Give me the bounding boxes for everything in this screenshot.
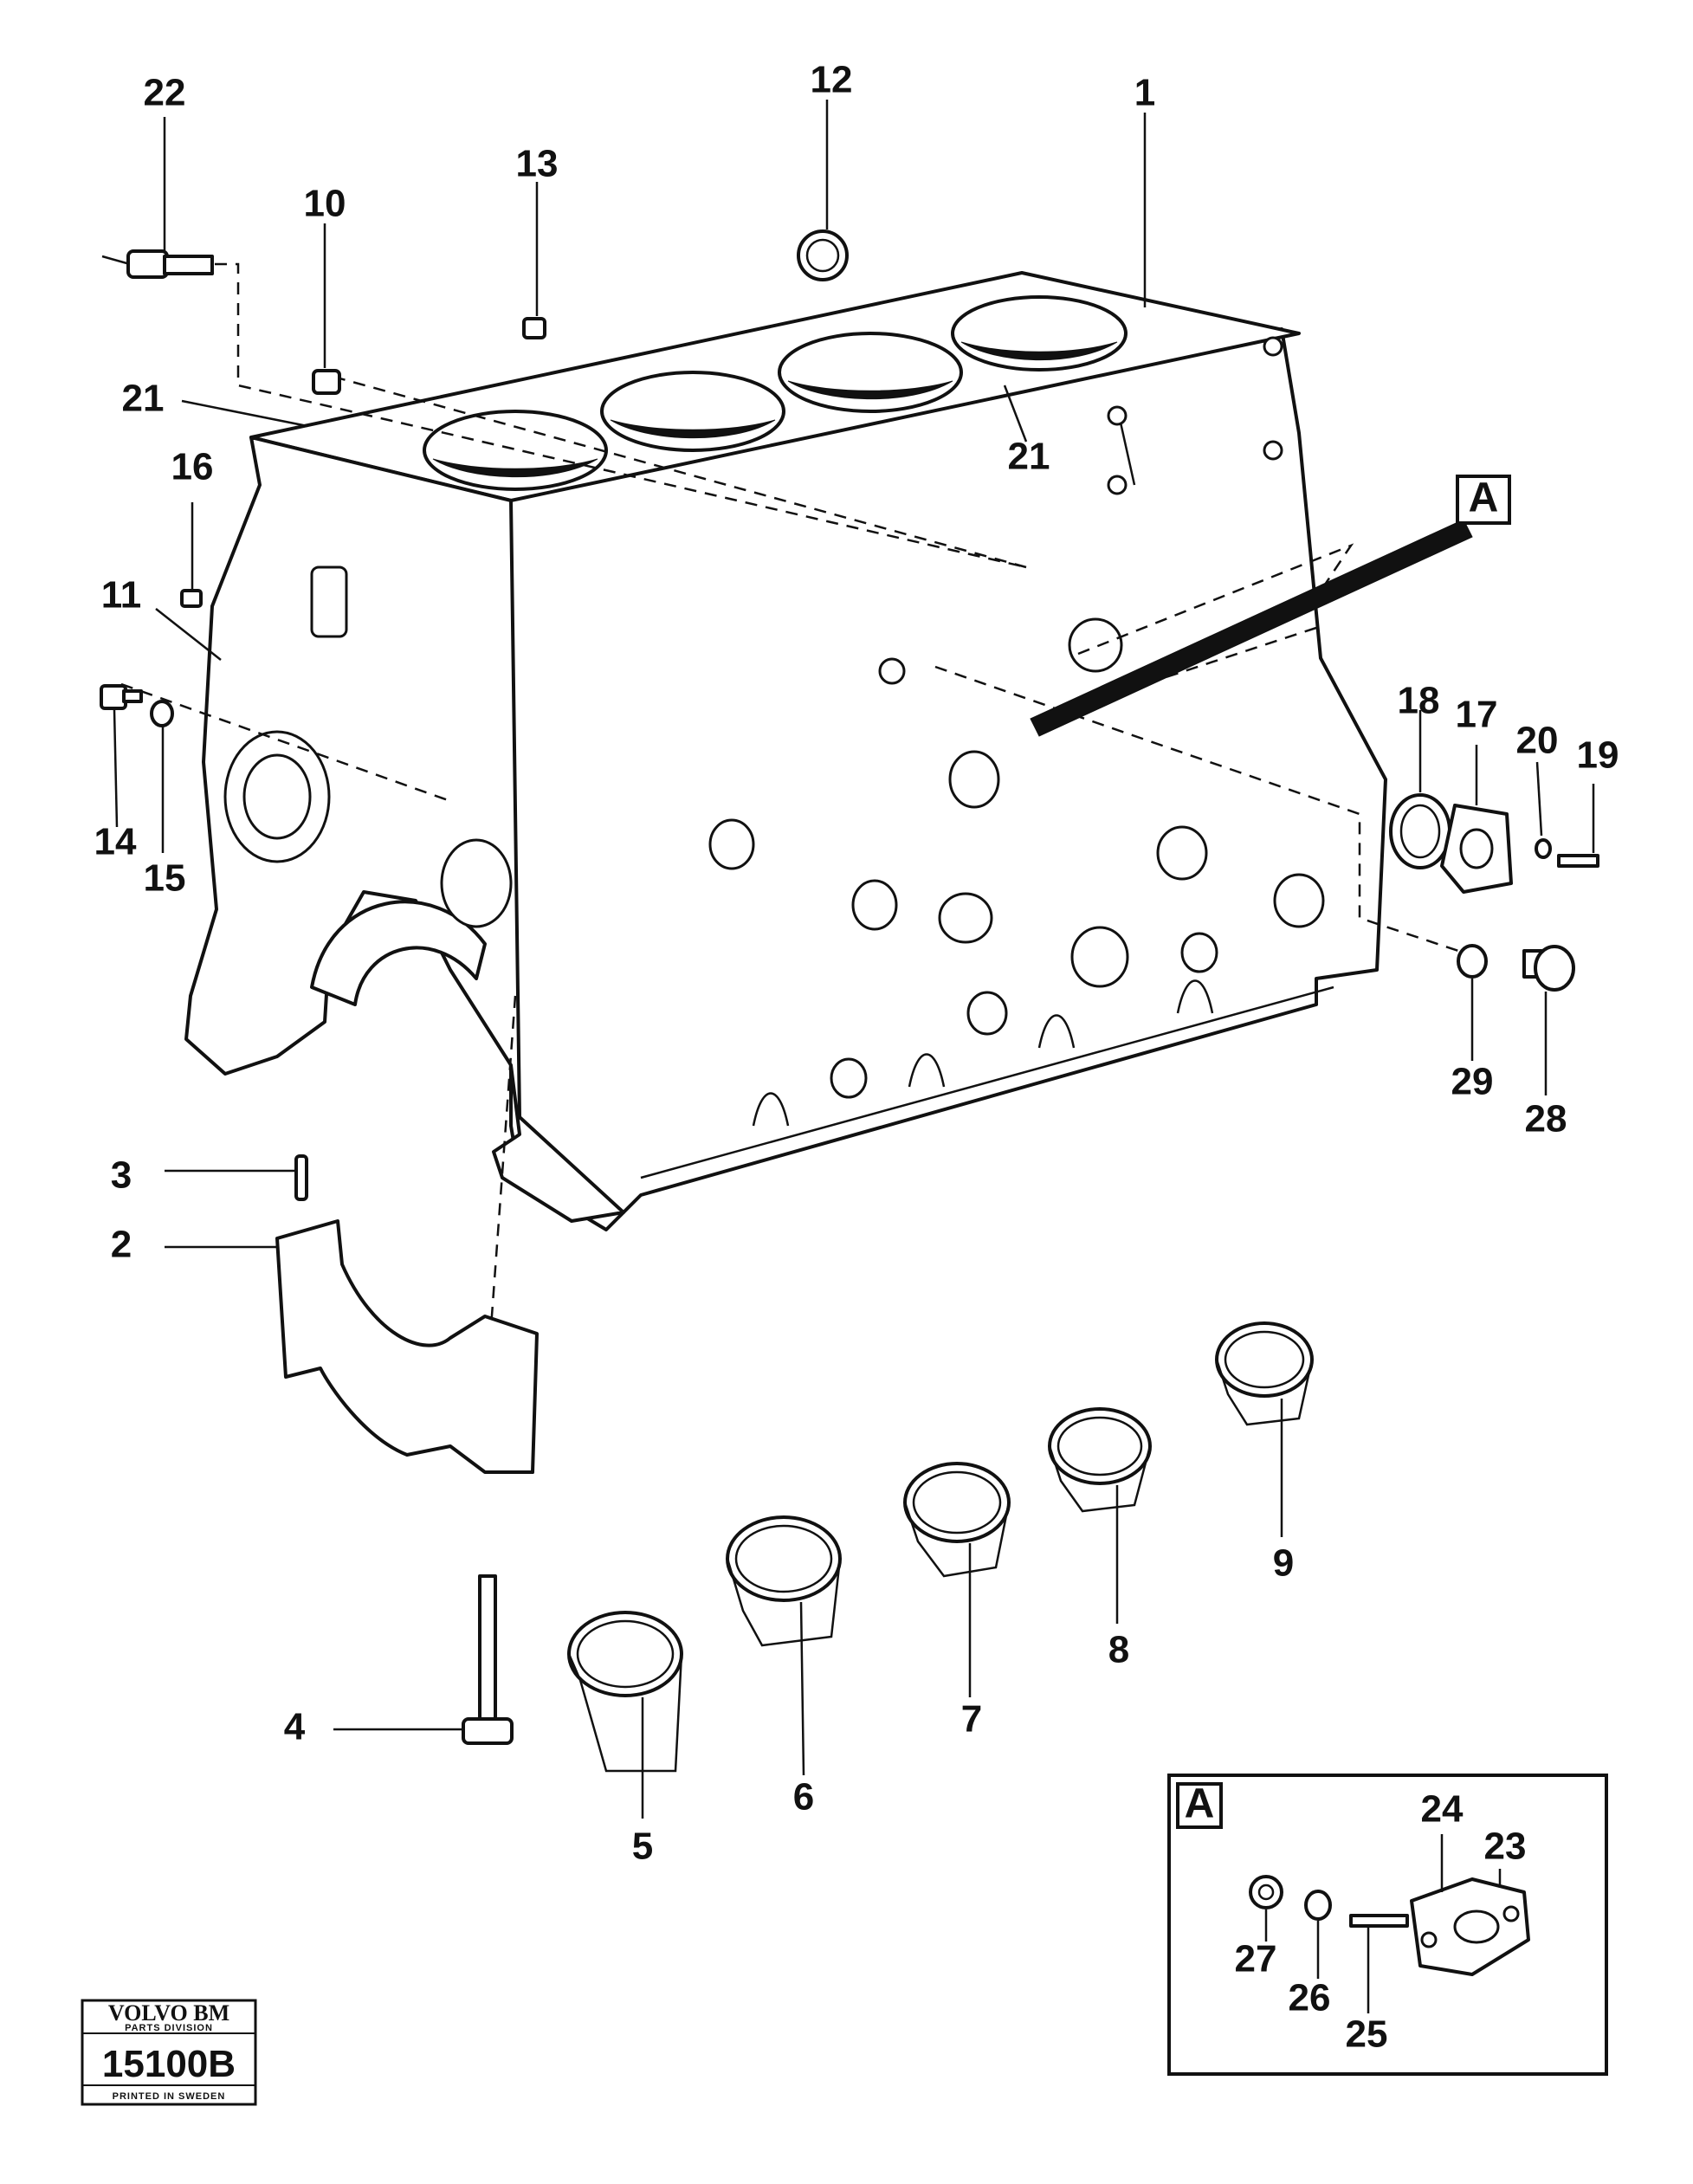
- detail-inset-a: A: [1167, 1774, 1608, 2076]
- bearing-5: [567, 1611, 683, 1773]
- bearing-9: [1215, 1321, 1314, 1426]
- detail-inset-label: A: [1185, 1781, 1215, 1827]
- stud-25: [1349, 1914, 1409, 1928]
- callout-4: 4: [284, 1706, 306, 1748]
- callout-12: 12: [811, 59, 853, 101]
- detail-a-marker-box: [1456, 475, 1511, 525]
- cover-17: [1440, 804, 1513, 894]
- callout-6: 6: [793, 1776, 814, 1819]
- callout-leaders: [113, 100, 1595, 1819]
- pin-3: [294, 1154, 308, 1201]
- main-bearing-cap: [275, 1219, 539, 1474]
- detail-a-marker: A: [1469, 475, 1499, 521]
- cylinder-block: [184, 271, 1387, 1231]
- callout-1: 1: [1134, 72, 1155, 114]
- stamp-printed: PRINTED IN SWEDEN: [113, 2091, 226, 2102]
- bearing-8: [1048, 1407, 1152, 1513]
- bolt-14: [100, 684, 143, 710]
- screw-19: [1557, 854, 1599, 868]
- callout-3: 3: [111, 1154, 132, 1197]
- callout-15: 15: [144, 857, 186, 900]
- callout-10: 10: [304, 183, 346, 225]
- washer-15: [150, 700, 174, 727]
- washer-26: [1304, 1890, 1332, 1921]
- detail-a-reference: A: [1030, 475, 1511, 737]
- callout-13: 13: [516, 143, 559, 185]
- callout-28: 28: [1525, 1098, 1567, 1140]
- callout-25: 25: [1346, 2013, 1388, 2056]
- callout-5: 5: [632, 1825, 653, 1868]
- callout-18: 18: [1398, 680, 1440, 722]
- bearing-6: [726, 1515, 842, 1647]
- callout-21-right: 21: [1008, 436, 1050, 478]
- gasket-18: [1389, 793, 1451, 869]
- callout-22: 22: [144, 72, 186, 114]
- washer-20: [1535, 838, 1552, 859]
- callout-27: 27: [1235, 1938, 1277, 1980]
- screw-13: [522, 317, 546, 339]
- callout-20: 20: [1516, 720, 1559, 762]
- callout-23: 23: [1484, 1825, 1527, 1868]
- screw-16: [180, 589, 203, 608]
- callout-9: 9: [1273, 1542, 1294, 1585]
- cap-bolt-4: [462, 1574, 514, 1745]
- volvo-bm-stamp: VOLVO BM PARTS DIVISION 15100B PRINTED I…: [81, 1999, 257, 2106]
- drain-plug-28: [1522, 945, 1575, 992]
- callout-19: 19: [1577, 734, 1619, 777]
- bearing-7: [903, 1462, 1011, 1578]
- callout-16: 16: [171, 446, 214, 488]
- callout-26: 26: [1289, 1977, 1331, 2019]
- stamp-code: 15100B: [102, 2043, 236, 2085]
- nut-27: [1249, 1875, 1283, 1909]
- callout-21-left: 21: [122, 378, 165, 420]
- washer-29: [1457, 944, 1488, 979]
- callout-7: 7: [961, 1698, 982, 1741]
- assembly-leader-lines: [120, 262, 1464, 1352]
- dowel-10: [312, 369, 341, 395]
- callout-17: 17: [1456, 694, 1498, 736]
- core-plug: [797, 229, 849, 281]
- callout-2: 2: [111, 1224, 132, 1266]
- callout-14: 14: [94, 821, 137, 863]
- callout-29: 29: [1451, 1061, 1494, 1103]
- callout-labels: 1 3 2 4 5 6 7 8 9 10 11 12 13 14 15 16 1…: [94, 59, 1619, 2056]
- callout-8: 8: [1108, 1629, 1129, 1671]
- callout-24: 24: [1421, 1788, 1464, 1831]
- callout-11: 11: [101, 574, 142, 617]
- temperature-sensor: [101, 249, 214, 279]
- stamp-brand: VOLVO BM: [108, 2000, 229, 2026]
- stamp-division: PARTS DIVISION: [125, 2023, 213, 2033]
